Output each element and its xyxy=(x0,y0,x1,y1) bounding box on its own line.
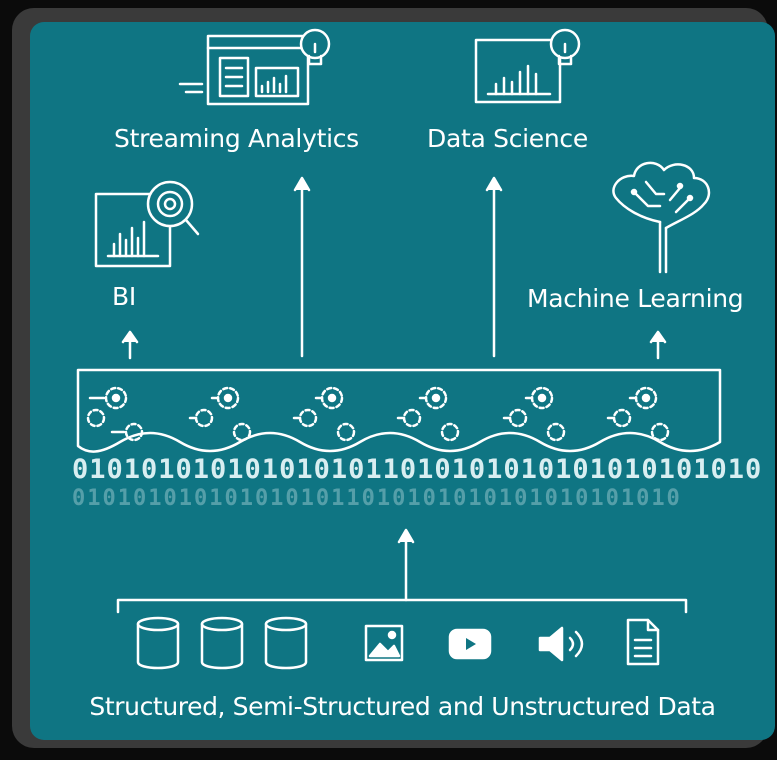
image-icon xyxy=(364,624,404,662)
binary-data-stream: 0101010101010101011010101010101010101010 xyxy=(72,454,763,485)
dashboard-lightbulb-icon xyxy=(178,28,331,106)
arrow-to-data-science xyxy=(485,176,503,358)
chart-lightbulb-icon xyxy=(474,28,581,104)
gears-icon xyxy=(606,386,670,442)
gears-icon xyxy=(502,386,566,442)
processing-band xyxy=(76,368,722,453)
bi-chart-magnifier-icon xyxy=(94,180,200,268)
video-play-icon xyxy=(448,628,492,660)
gears-icon xyxy=(396,386,460,442)
gears-icon xyxy=(86,386,144,442)
brain-circuit-tree-icon xyxy=(612,161,711,274)
arrow-to-streaming-analytics xyxy=(293,176,311,358)
diagram-panel: Streaming Analytics Data Science BI Mach… xyxy=(30,22,775,740)
gears-icon xyxy=(188,386,252,442)
arrow-to-bi xyxy=(121,330,139,360)
document-icon xyxy=(626,618,660,666)
data-sources-bracket xyxy=(116,598,688,614)
streaming-analytics-label: Streaming Analytics xyxy=(114,124,359,153)
binary-data-reflection: 0101010101010101011010101010101010101010 xyxy=(72,486,682,511)
database-icon xyxy=(136,616,180,670)
arrow-to-machine-learning xyxy=(649,330,667,360)
diagram-artwork xyxy=(76,28,722,670)
bi-label: BI xyxy=(112,282,136,311)
speaker-icon xyxy=(538,626,584,662)
database-icon xyxy=(264,616,308,670)
data-sources-caption: Structured, Semi-Structured and Unstruct… xyxy=(89,692,716,721)
database-icon xyxy=(200,616,244,670)
gears-icon xyxy=(292,386,356,442)
machine-learning-label: Machine Learning xyxy=(527,284,744,313)
arrow-from-data-sources xyxy=(397,528,415,602)
data-science-label: Data Science xyxy=(427,124,588,153)
